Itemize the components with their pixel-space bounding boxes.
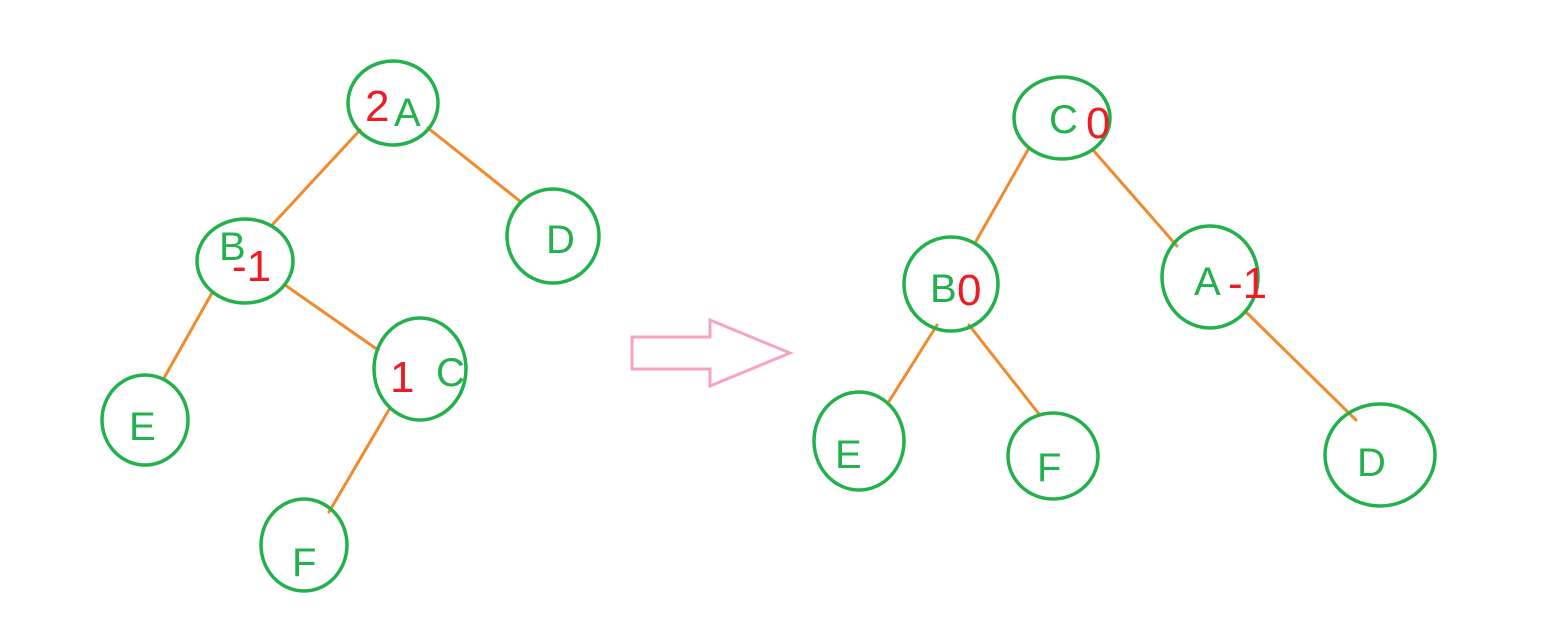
node-d: D — [505, 187, 601, 285]
node-circle — [505, 187, 601, 285]
node-label: F — [292, 541, 316, 585]
edge-a-b — [271, 128, 362, 226]
node-a: 2 A — [346, 59, 440, 147]
node-circle — [195, 217, 295, 305]
edge-b-e — [162, 291, 214, 380]
node-circle — [259, 497, 349, 593]
node-label: A — [394, 91, 421, 135]
node-f: F — [1006, 411, 1100, 501]
balance-factor: 0 — [1086, 99, 1110, 148]
edge-c-a — [1091, 148, 1179, 248]
edge-c-b — [973, 146, 1031, 245]
node-b: B -1 — [195, 217, 295, 305]
node-circle — [1323, 402, 1437, 508]
node-label: C — [1049, 98, 1078, 142]
node-e: E — [100, 373, 190, 467]
node-label: D — [546, 218, 575, 262]
node-label: E — [835, 433, 862, 477]
node-label: D — [1357, 441, 1386, 485]
node-circle — [812, 390, 906, 492]
node-e: E — [812, 390, 906, 492]
edge-a-d — [1243, 309, 1358, 422]
node-d: D — [1323, 402, 1437, 508]
node-circle — [1012, 75, 1112, 161]
node-circle — [100, 373, 190, 467]
edge-b-c — [283, 283, 380, 352]
transform-arrow-icon — [630, 317, 794, 389]
node-label: F — [1037, 446, 1061, 490]
after-tree: C 0 B 0 A -1 E F D — [812, 75, 1437, 508]
node-f: F — [259, 497, 349, 593]
edge-c-f — [327, 406, 392, 514]
before-tree: 2 A B -1 D 1 C E F — [100, 59, 601, 593]
edge-b-f — [967, 323, 1041, 416]
node-a: A -1 — [1160, 224, 1267, 330]
balance-factor: 0 — [957, 266, 981, 315]
node-circle — [902, 235, 1000, 333]
node-b: B 0 — [902, 235, 1000, 333]
balance-factor: 1 — [390, 353, 414, 402]
node-circle — [372, 316, 468, 422]
balance-factor: -1 — [1228, 259, 1267, 308]
node-circle — [346, 59, 440, 147]
node-label: B — [219, 225, 246, 269]
balance-factor: -1 — [232, 242, 271, 291]
node-circle — [1160, 224, 1260, 330]
node-c: C 0 — [1012, 75, 1112, 161]
node-label: B — [930, 267, 957, 311]
node-c: 1 C — [372, 316, 468, 422]
edge-b-e — [886, 323, 939, 405]
node-label: A — [1194, 260, 1221, 304]
edge-a-d — [426, 126, 523, 204]
balance-factor: 2 — [365, 82, 389, 131]
node-label: C — [436, 351, 465, 395]
node-circle — [1006, 411, 1100, 501]
node-label: E — [129, 405, 156, 449]
